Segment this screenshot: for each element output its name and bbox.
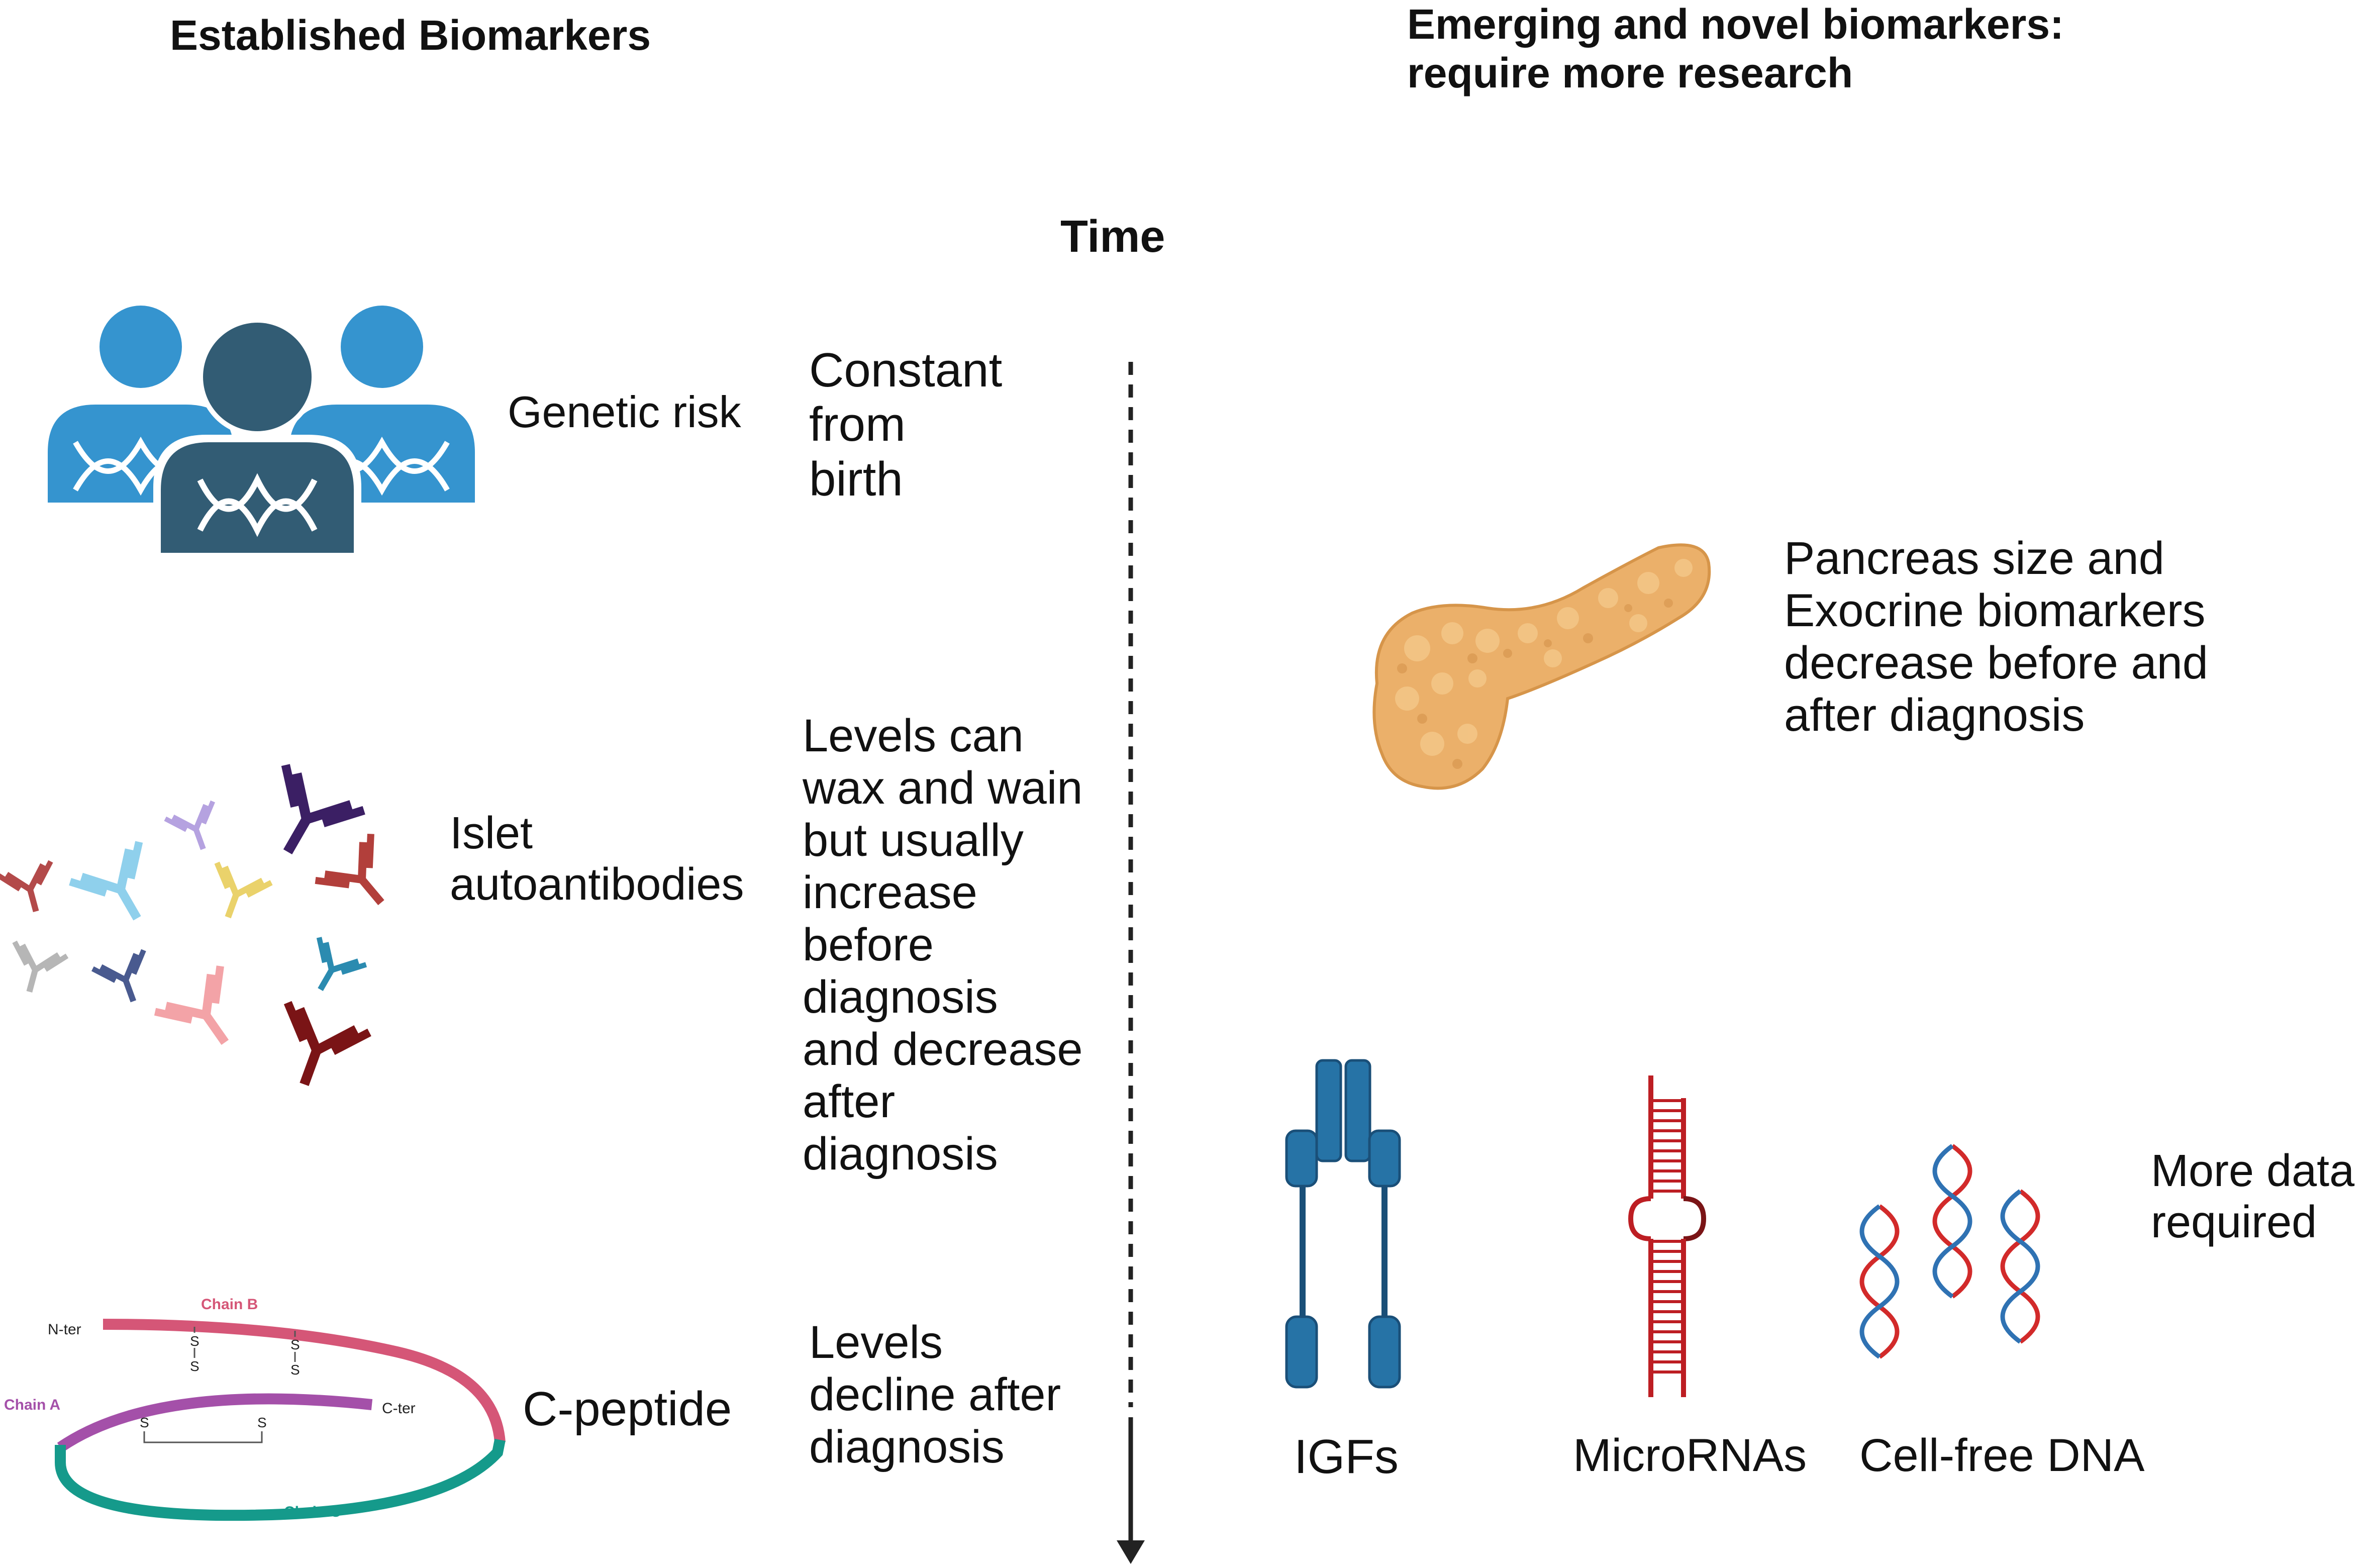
chain-b-label: Chain B bbox=[201, 1296, 258, 1313]
igf-icon bbox=[1285, 1059, 1401, 1389]
microrna-icon bbox=[1628, 1075, 1707, 1397]
cell-free-dna-label: Cell-free DNA bbox=[1859, 1430, 2145, 1481]
svg-text:S: S bbox=[290, 1362, 300, 1378]
svg-text:S: S bbox=[257, 1415, 267, 1430]
established-biomarkers-header: Established Biomarkers bbox=[170, 12, 651, 59]
genetic-risk-label: Genetic risk bbox=[508, 387, 741, 437]
pancreas-icon bbox=[1372, 543, 1711, 790]
emerging-biomarkers-header: Emerging and novel biomarkers: require m… bbox=[1407, 1, 2064, 96]
chain-a-label: Chain A bbox=[4, 1397, 60, 1413]
time-arrow-head bbox=[1117, 1540, 1145, 1564]
c-ter-label: C-ter bbox=[382, 1400, 416, 1417]
chain-b bbox=[103, 1319, 506, 1443]
genetic-risk-people-icon bbox=[48, 306, 475, 555]
pancreas-description: Pancreas size and Exocrine biomarkers de… bbox=[1784, 533, 2208, 741]
c-peptide-description: Levels decline after diagnosis bbox=[809, 1317, 1061, 1473]
igfs-label: IGFs bbox=[1294, 1430, 1399, 1484]
svg-text:S: S bbox=[190, 1333, 200, 1349]
svg-text:S: S bbox=[290, 1337, 300, 1352]
islet-autoantibodies-label: Islet autoantibodies bbox=[450, 808, 744, 910]
chain-c-label: Chain C bbox=[284, 1504, 341, 1520]
time-label: Time bbox=[1060, 212, 1165, 262]
c-peptide-diagram: Chain B Chain A Chain C N-ter C-ter S S … bbox=[4, 1296, 506, 1521]
micrornas-label: MicroRNAs bbox=[1573, 1430, 1807, 1481]
time-axis bbox=[1117, 362, 1145, 1564]
more-data-required-label: More data required bbox=[2151, 1146, 2355, 1247]
svg-text:S: S bbox=[190, 1358, 200, 1374]
islet-autoantibodies-description: Levels can wax and wain but usually incr… bbox=[803, 710, 1083, 1180]
genetic-risk-description: Constant from birth bbox=[809, 343, 1003, 506]
chain-a bbox=[57, 1393, 373, 1452]
n-ter-label: N-ter bbox=[48, 1321, 81, 1338]
c-peptide-label: C-peptide bbox=[523, 1382, 732, 1436]
autoantibodies-icon bbox=[0, 754, 432, 1116]
svg-text:S: S bbox=[140, 1415, 149, 1430]
chain-c bbox=[55, 1438, 506, 1521]
cell-free-dna-icon bbox=[1859, 1144, 2040, 1359]
